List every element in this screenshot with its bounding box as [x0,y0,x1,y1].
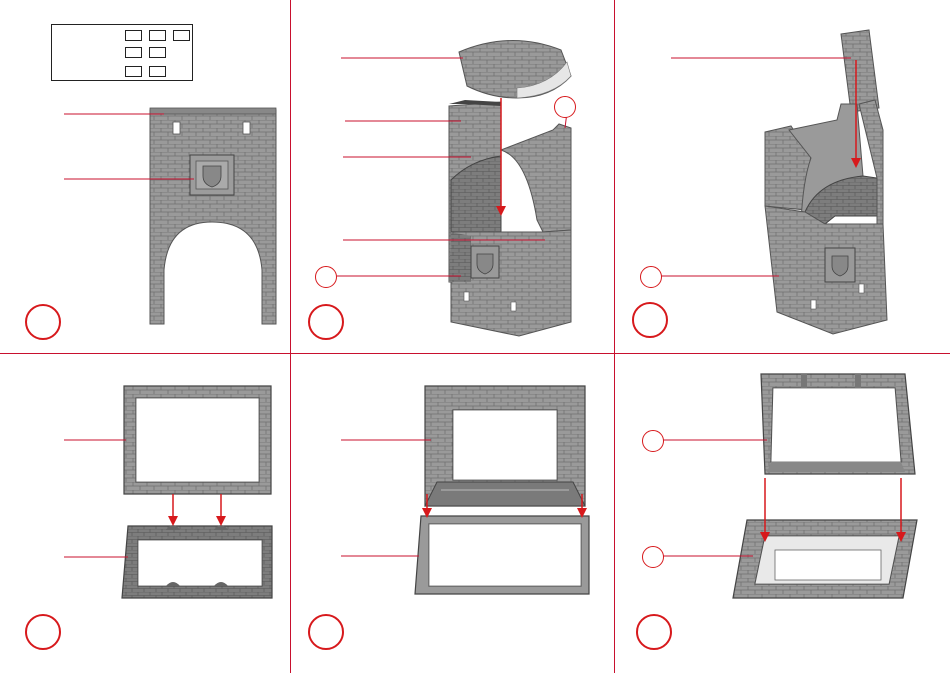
callout-circle [554,96,576,118]
callout-circle [640,266,662,288]
roof-tile-piece [841,30,879,112]
callout-circle [642,430,664,452]
step-3-illustration [615,0,950,353]
step-number-circle [636,614,672,650]
step-number-circle [308,304,344,340]
tower-side-wall [501,124,571,232]
step-number-circle [308,614,344,650]
step-2-illustration [291,0,614,353]
step-number-circle [25,614,61,650]
step-number-circle [25,304,61,340]
step-number-circle [632,302,668,338]
curved-vault-piece [459,40,571,98]
tower-wall-front [150,110,276,324]
step-1-illustration [0,0,290,353]
callout-circle [315,266,337,288]
callout-circle [642,546,664,568]
